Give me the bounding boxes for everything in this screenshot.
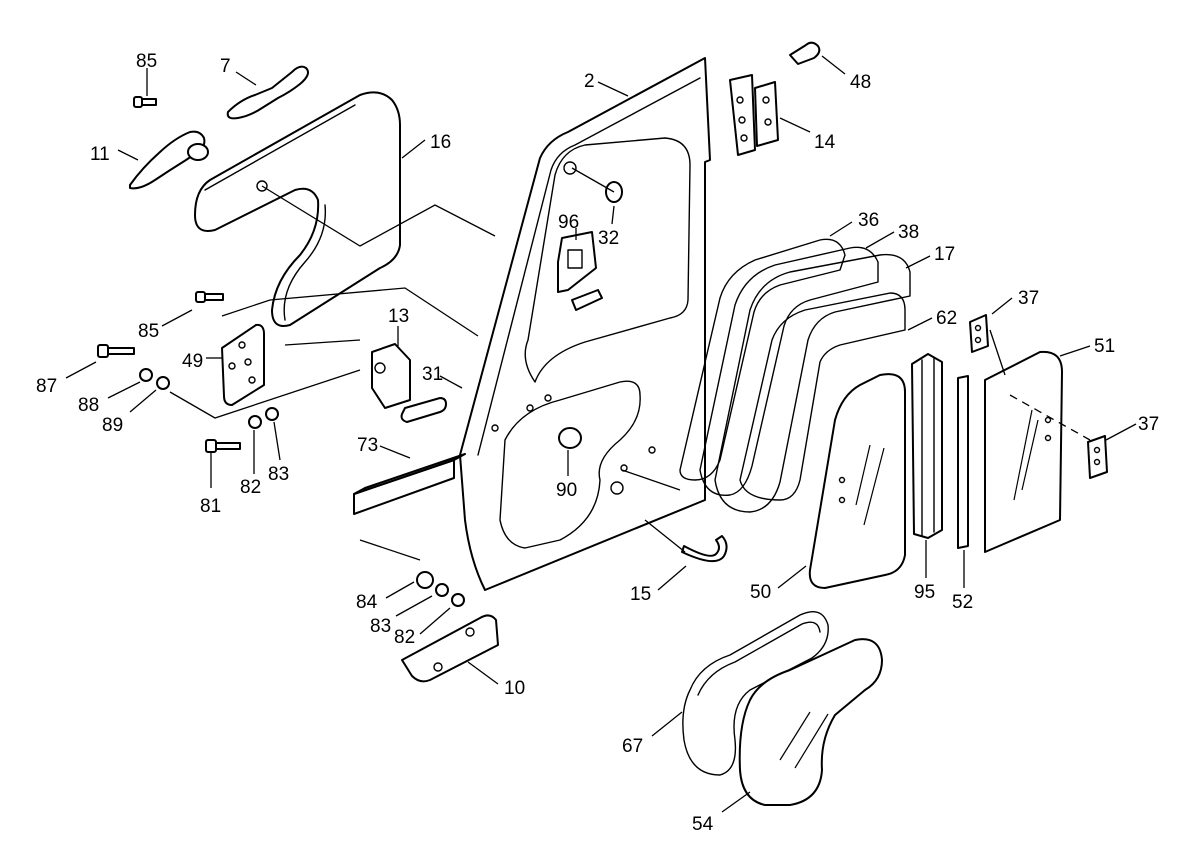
latch-plate-part: [557, 231, 603, 311]
bolt-87-part: [97, 344, 135, 358]
callout-32: 32: [598, 228, 619, 249]
nut-84-part: [416, 571, 434, 589]
rod-part: [400, 397, 447, 423]
callout-90: 90: [556, 480, 577, 501]
callout-leaders: [65, 55, 1137, 813]
bar-part: [353, 453, 466, 515]
callout-13: 13: [388, 306, 409, 327]
callout-85-mid: 85: [138, 321, 159, 342]
callout-31: 31: [422, 364, 443, 385]
callout-83-lower: 83: [370, 616, 391, 637]
callout-73: 73: [357, 435, 378, 456]
seal-62-part: [739, 292, 906, 501]
callout-37-bottom: 37: [1138, 414, 1159, 435]
callout-7: 7: [220, 56, 231, 77]
callout-50: 50: [750, 582, 771, 603]
nut-part: [558, 427, 582, 449]
clip-37-top-part: [969, 314, 989, 353]
seal-36-part: [679, 238, 846, 481]
washer-82b-part: [451, 593, 465, 607]
door-lever-part: [129, 130, 209, 190]
callout-11: 11: [90, 144, 110, 165]
strip-52-part: [957, 375, 969, 549]
glass-pane-54-part: [738, 638, 883, 806]
callout-37-top: 37: [1018, 288, 1039, 309]
u-pipe-part: [681, 535, 728, 563]
assembly-lines: [169, 167, 1091, 561]
callout-89: 89: [102, 415, 123, 436]
callout-84: 84: [356, 592, 378, 613]
pull-handle-part: [401, 614, 499, 683]
seal-38-part: [699, 246, 879, 496]
callout-48: 48: [850, 72, 871, 93]
glass-pane-50-part: [808, 373, 906, 589]
callout-62: 62: [936, 308, 957, 329]
callout-38: 38: [898, 222, 919, 243]
callout-36: 36: [858, 210, 879, 231]
callout-82: 82: [240, 477, 261, 498]
callout-16: 16: [430, 132, 451, 153]
callout-10: 10: [504, 678, 525, 699]
washer-89-part: [156, 376, 170, 390]
callout-83: 83: [268, 464, 289, 485]
callout-49: 49: [182, 351, 203, 372]
washer-82-part: [248, 415, 262, 429]
clip-37-bottom-part: [1087, 435, 1108, 479]
washer-88-part: [139, 368, 153, 382]
callout-82-lower: 82: [394, 627, 415, 648]
callout-52: 52: [952, 592, 973, 613]
callout-15: 15: [630, 584, 651, 605]
hinge-bolt-part: [789, 41, 821, 65]
callout-2: 2: [584, 71, 595, 92]
callout-85: 85: [136, 51, 157, 72]
callout-17: 17: [934, 244, 955, 265]
seal-17-part: [714, 253, 911, 513]
callout-labels: 85 7 2 48 14 11 16 96 32 36 38 17 37 85 …: [36, 51, 1159, 835]
hinge-part: [729, 74, 779, 156]
glass-pane-51-part: [984, 350, 1063, 553]
handle-grip-part: [226, 65, 309, 120]
callout-88: 88: [78, 395, 99, 416]
screw-middle-part: [195, 291, 224, 303]
callout-54: 54: [692, 814, 714, 835]
channel-95-part: [911, 353, 943, 539]
trim-panel-part: [194, 91, 401, 327]
callout-96: 96: [558, 212, 579, 233]
mounting-plate-part: [221, 323, 265, 406]
door-panel-part: [459, 57, 711, 591]
washer-83-part: [265, 407, 279, 421]
callout-51: 51: [1094, 336, 1115, 357]
callout-67: 67: [622, 736, 643, 757]
callout-81: 81: [200, 496, 221, 517]
callout-87: 87: [36, 376, 57, 397]
bolt-81-part: [205, 439, 241, 453]
callout-95: 95: [914, 582, 935, 603]
screw-top-part: [133, 96, 157, 108]
callout-14: 14: [814, 132, 836, 153]
lock-body-part: [371, 343, 411, 409]
washer-83b-part: [435, 583, 449, 597]
seal-67-part: [682, 611, 829, 776]
